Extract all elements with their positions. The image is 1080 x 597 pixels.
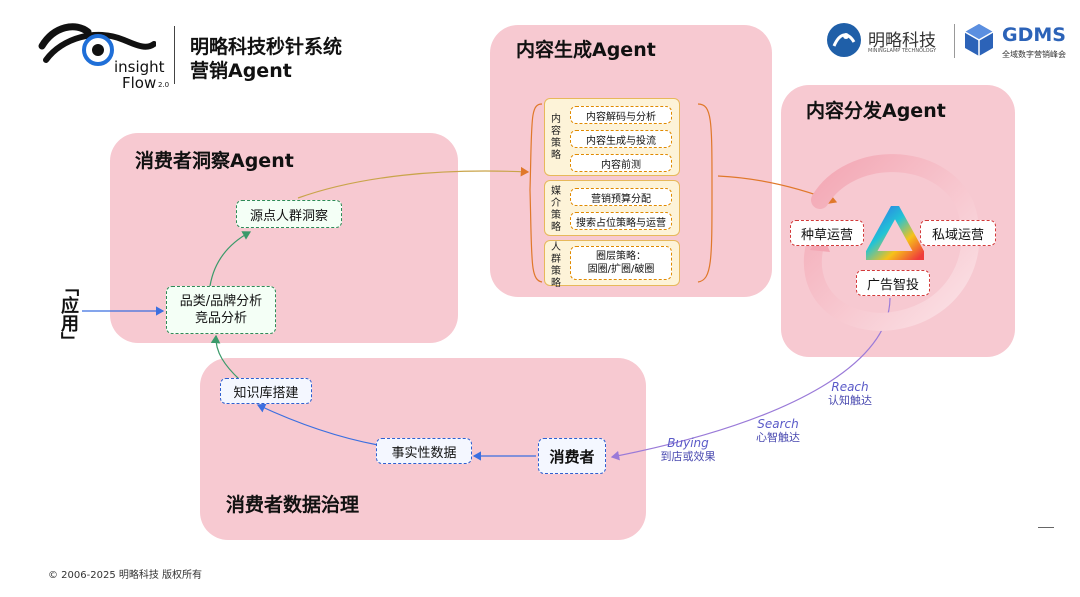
copyright: © 2006-2025 明略科技 版权所有	[48, 570, 203, 581]
insightflow-logo: insight Flow 2.0	[36, 20, 170, 92]
strategy-content-label: 内容策略	[551, 114, 561, 161]
company-emblem-icon	[827, 23, 861, 57]
reach-label: Reach 认知触达	[818, 380, 882, 408]
strategy-media-item-1[interactable]: 营销预算分配	[570, 188, 672, 206]
cube-icon	[964, 24, 994, 56]
buying-zh: 到店或效果	[660, 450, 716, 463]
brand-line1: insight	[114, 58, 165, 76]
corner-dash	[1038, 527, 1054, 528]
panel-governance-title: 消费者数据治理	[226, 494, 360, 516]
strategy-crowd-label: 人群策略	[551, 242, 561, 289]
brand-line2: Flow	[122, 74, 157, 92]
panel-insight-title: 消费者洞察Agent	[135, 150, 294, 172]
strategy-content-item-3[interactable]: 内容前测	[570, 154, 672, 172]
buying-label: Buying 到店或效果	[648, 436, 728, 464]
seeding-ops-node[interactable]: 种草运营	[790, 220, 864, 246]
brand-version: 2.0	[158, 81, 170, 89]
company-sub: MININGLAMP TECHNOLOGY	[868, 48, 937, 54]
strategy-crowd-item-line2: 固圈/扩圈/破圈	[587, 264, 655, 275]
search-zh: 心智触达	[756, 431, 800, 444]
panel-distribution-title: 内容分发Agent	[806, 100, 946, 122]
page-title-line2: 营销Agent	[190, 60, 292, 82]
reach-en: Reach	[831, 380, 869, 394]
source-crowd-node[interactable]: 源点人群洞察	[236, 200, 342, 228]
strategy-crowd-item[interactable]: 圈层策略： 固圈/扩圈/破圈	[570, 246, 672, 280]
private-domain-ops-node[interactable]: 私域运营	[920, 220, 996, 246]
panel-content-gen-title: 内容生成Agent	[516, 39, 656, 61]
company-name: 明略科技	[868, 31, 936, 51]
gdms-sub: 全域数字营销峰会	[1002, 50, 1066, 59]
search-en: Search	[757, 417, 799, 431]
strategy-media-item-2[interactable]: 搜索占位策略与运营	[570, 212, 672, 230]
ad-targeting-node[interactable]: 广告智投	[856, 270, 930, 296]
search-label: Search 心智触达	[746, 417, 810, 445]
strategy-content-item-2[interactable]: 内容生成与投流	[570, 130, 672, 148]
app-label: 「应用」	[58, 278, 79, 350]
reach-zh: 认知触达	[828, 394, 872, 407]
strategy-media-label: 媒介策略	[551, 186, 561, 233]
header-divider	[174, 26, 175, 84]
company-logo: 明略科技 MININGLAMP TECHNOLOGY	[826, 22, 950, 62]
page-title-line1: 明略科技秒针系统	[190, 36, 343, 58]
category-line2: 竞品分析	[194, 311, 247, 326]
strategy-content-item-1[interactable]: 内容解码与分析	[570, 106, 672, 124]
eye-logo-icon	[38, 23, 156, 66]
logo-divider	[954, 24, 955, 58]
category-line1: 品类/品牌分析	[179, 294, 263, 309]
category-analysis-node[interactable]: 品类/品牌分析 竞品分析	[166, 286, 276, 334]
prism-logo-icon	[866, 206, 924, 260]
buying-en: Buying	[667, 436, 709, 450]
gdms-logo: GDMS 全域数字营销峰会	[962, 22, 1072, 62]
knowledge-node[interactable]: 知识库搭建	[220, 378, 312, 404]
strategy-crowd-item-line1: 圈层策略：	[596, 251, 646, 262]
consumer-node[interactable]: 消费者	[538, 438, 606, 474]
gdms-name: GDMS	[1002, 24, 1066, 46]
facts-node[interactable]: 事实性数据	[376, 438, 472, 464]
